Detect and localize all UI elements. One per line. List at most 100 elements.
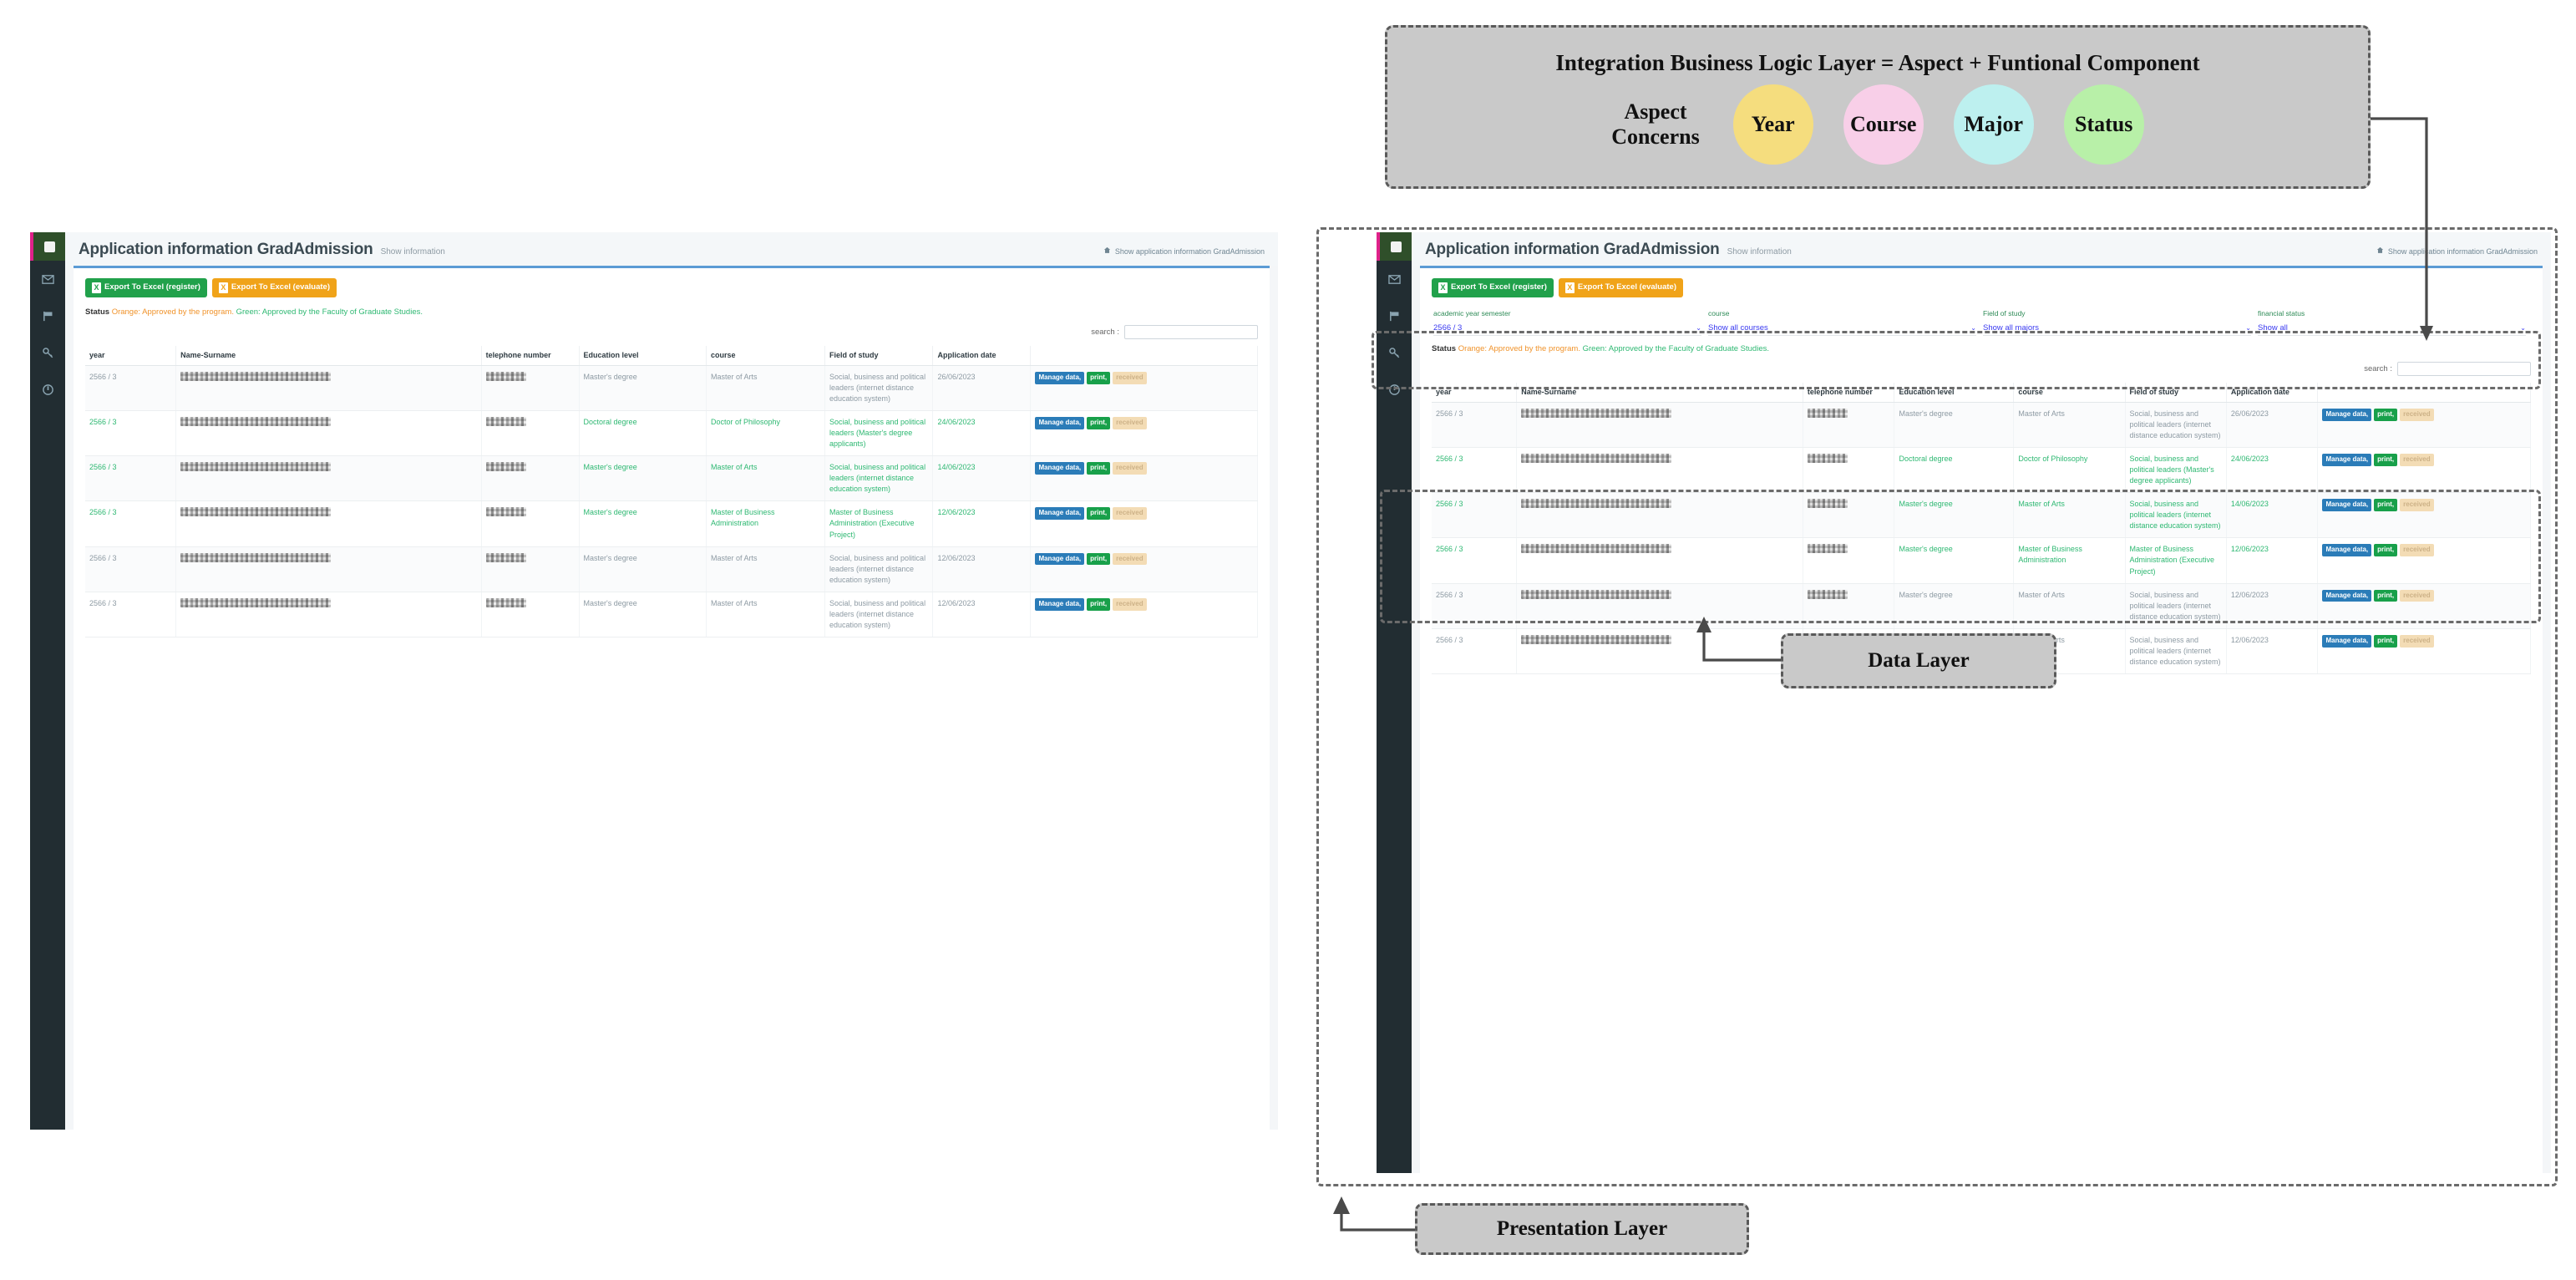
page-subtitle: Show information bbox=[380, 247, 445, 257]
page-title: Application information GradAdmission bbox=[79, 241, 373, 258]
manage-data-button[interactable]: Manage data, bbox=[2322, 499, 2372, 512]
column-header-education-level: Education level bbox=[1894, 383, 2015, 403]
received-button[interactable]: received bbox=[1113, 462, 1147, 475]
envelope-icon[interactable] bbox=[30, 261, 65, 297]
filter-select[interactable]: Show all majors⌄ bbox=[1983, 323, 2251, 336]
redacted-telephone bbox=[1807, 409, 1848, 418]
redacted-name bbox=[1521, 589, 1672, 599]
cell-name-surname bbox=[175, 546, 482, 592]
cell-year: 2566 / 3 bbox=[85, 365, 177, 412]
manage-data-button[interactable]: Manage data, bbox=[1035, 372, 1085, 384]
print-button[interactable]: print, bbox=[1087, 597, 1111, 611]
redacted-telephone bbox=[485, 417, 526, 427]
received-button[interactable]: received bbox=[1113, 372, 1147, 384]
print-button[interactable]: print, bbox=[1087, 462, 1111, 475]
cell-course: Master of Arts bbox=[706, 455, 826, 502]
chevron-down-icon: ⌄ bbox=[2520, 324, 2526, 332]
cell-education-level: Master's degree bbox=[579, 365, 707, 412]
manage-data-button[interactable]: Manage data, bbox=[1035, 552, 1085, 566]
cell-field-of-study: Social, business and political leaders (… bbox=[824, 592, 934, 637]
print-button[interactable]: print, bbox=[2374, 589, 2398, 602]
filter-select[interactable]: 2566 / 3⌄ bbox=[1433, 323, 1701, 336]
cell-name-surname bbox=[1516, 402, 1803, 449]
column-header-application-date: Application date bbox=[2226, 383, 2319, 403]
print-button[interactable]: print, bbox=[2374, 409, 2398, 421]
cell-application-date: 12/06/2023 bbox=[932, 500, 1032, 547]
cell-actions: Manage data,print,received bbox=[1030, 592, 1258, 637]
cell-application-date: 26/06/2023 bbox=[2226, 402, 2319, 449]
print-button[interactable]: print, bbox=[2374, 544, 2398, 557]
cell-course: Doctor of Philosophy bbox=[706, 410, 826, 457]
aspect-bubble-label: Major bbox=[1964, 111, 2024, 136]
manage-data-button[interactable]: Manage data, bbox=[2322, 544, 2372, 557]
data-layer-label: Data Layer bbox=[1868, 649, 1970, 672]
breadcrumb: Show application information GradAdmissi… bbox=[2376, 246, 2538, 256]
received-button[interactable]: received bbox=[1113, 597, 1147, 611]
received-button[interactable]: received bbox=[1113, 417, 1147, 429]
cell-education-level: Master's degree bbox=[579, 500, 707, 547]
export-evaluate-label: Export To Excel (evaluate) bbox=[1577, 282, 1677, 292]
manage-data-button[interactable]: Manage data, bbox=[2322, 634, 2372, 648]
received-button[interactable]: received bbox=[1113, 507, 1147, 521]
cell-course: Doctor of Philosophy bbox=[2013, 447, 2126, 494]
page-subtitle: Show information bbox=[1727, 247, 1792, 257]
cell-education-level: Master's degree bbox=[1894, 492, 2015, 539]
export-to-excel-register-button[interactable]: Export To Excel (register) bbox=[1432, 278, 1554, 297]
received-button[interactable]: received bbox=[2400, 634, 2434, 648]
manage-data-button[interactable]: Manage data, bbox=[2322, 409, 2372, 421]
received-button[interactable]: received bbox=[2400, 499, 2434, 512]
export-to-excel-register-button[interactable]: Export To Excel (register) bbox=[85, 278, 207, 297]
cell-telephone-number bbox=[1803, 583, 1895, 629]
search-input[interactable] bbox=[1124, 325, 1258, 339]
cell-application-date: 24/06/2023 bbox=[932, 410, 1032, 457]
received-button[interactable]: received bbox=[2400, 589, 2434, 602]
cell-course: Master of Business Administration bbox=[706, 500, 826, 547]
received-button[interactable]: received bbox=[2400, 454, 2434, 466]
power-icon[interactable] bbox=[1377, 371, 1412, 408]
print-button[interactable]: print, bbox=[1087, 507, 1111, 521]
app-logo bbox=[1377, 232, 1412, 261]
redacted-name bbox=[180, 507, 332, 517]
received-button[interactable]: received bbox=[2400, 409, 2434, 421]
print-button[interactable]: print, bbox=[1087, 417, 1111, 429]
manage-data-button[interactable]: Manage data, bbox=[2322, 589, 2372, 602]
manage-data-button[interactable]: Manage data, bbox=[1035, 417, 1085, 429]
filter-select[interactable]: Show all courses⌄ bbox=[1708, 323, 1976, 336]
cell-education-level: Master's degree bbox=[1894, 402, 2015, 449]
flag-icon[interactable] bbox=[1377, 297, 1412, 334]
envelope-icon[interactable] bbox=[1377, 261, 1412, 297]
print-button[interactable]: print, bbox=[2374, 634, 2398, 648]
cell-year: 2566 / 3 bbox=[85, 410, 177, 457]
filter-select[interactable]: Show all⌄ bbox=[2258, 323, 2526, 336]
print-button[interactable]: print, bbox=[1087, 552, 1111, 566]
column-header-telephone-number: telephone number bbox=[481, 346, 580, 366]
search-input[interactable] bbox=[2397, 362, 2531, 376]
key-icon[interactable] bbox=[1377, 334, 1412, 371]
export-to-excel-evaluate-button[interactable]: Export To Excel (evaluate) bbox=[211, 278, 337, 297]
manage-data-button[interactable]: Manage data, bbox=[2322, 454, 2372, 466]
cell-actions: Manage data,print,received bbox=[2317, 628, 2531, 674]
print-button[interactable]: print, bbox=[2374, 454, 2398, 466]
manage-data-button[interactable]: Manage data, bbox=[1035, 507, 1085, 521]
power-icon[interactable] bbox=[30, 371, 65, 408]
cell-application-date: 12/06/2023 bbox=[2226, 628, 2319, 674]
print-button[interactable]: print, bbox=[1087, 372, 1111, 384]
received-button[interactable]: received bbox=[2400, 544, 2434, 557]
cell-field-of-study: Master of Business Administration (Execu… bbox=[2125, 537, 2227, 584]
print-button[interactable]: print, bbox=[2374, 499, 2398, 512]
chevron-down-icon: ⌄ bbox=[2245, 324, 2251, 332]
flag-icon[interactable] bbox=[30, 297, 65, 334]
redacted-name bbox=[1521, 454, 1672, 464]
received-button[interactable]: received bbox=[1113, 552, 1147, 566]
export-to-excel-evaluate-button[interactable]: Export To Excel (evaluate) bbox=[1558, 278, 1684, 297]
manage-data-button[interactable]: Manage data, bbox=[1035, 462, 1085, 475]
cell-course: Master of Arts bbox=[706, 592, 826, 637]
manage-data-button[interactable]: Manage data, bbox=[1035, 597, 1085, 611]
key-icon[interactable] bbox=[30, 334, 65, 371]
cell-year: 2566 / 3 bbox=[1432, 583, 1518, 629]
redacted-name bbox=[1521, 544, 1672, 554]
